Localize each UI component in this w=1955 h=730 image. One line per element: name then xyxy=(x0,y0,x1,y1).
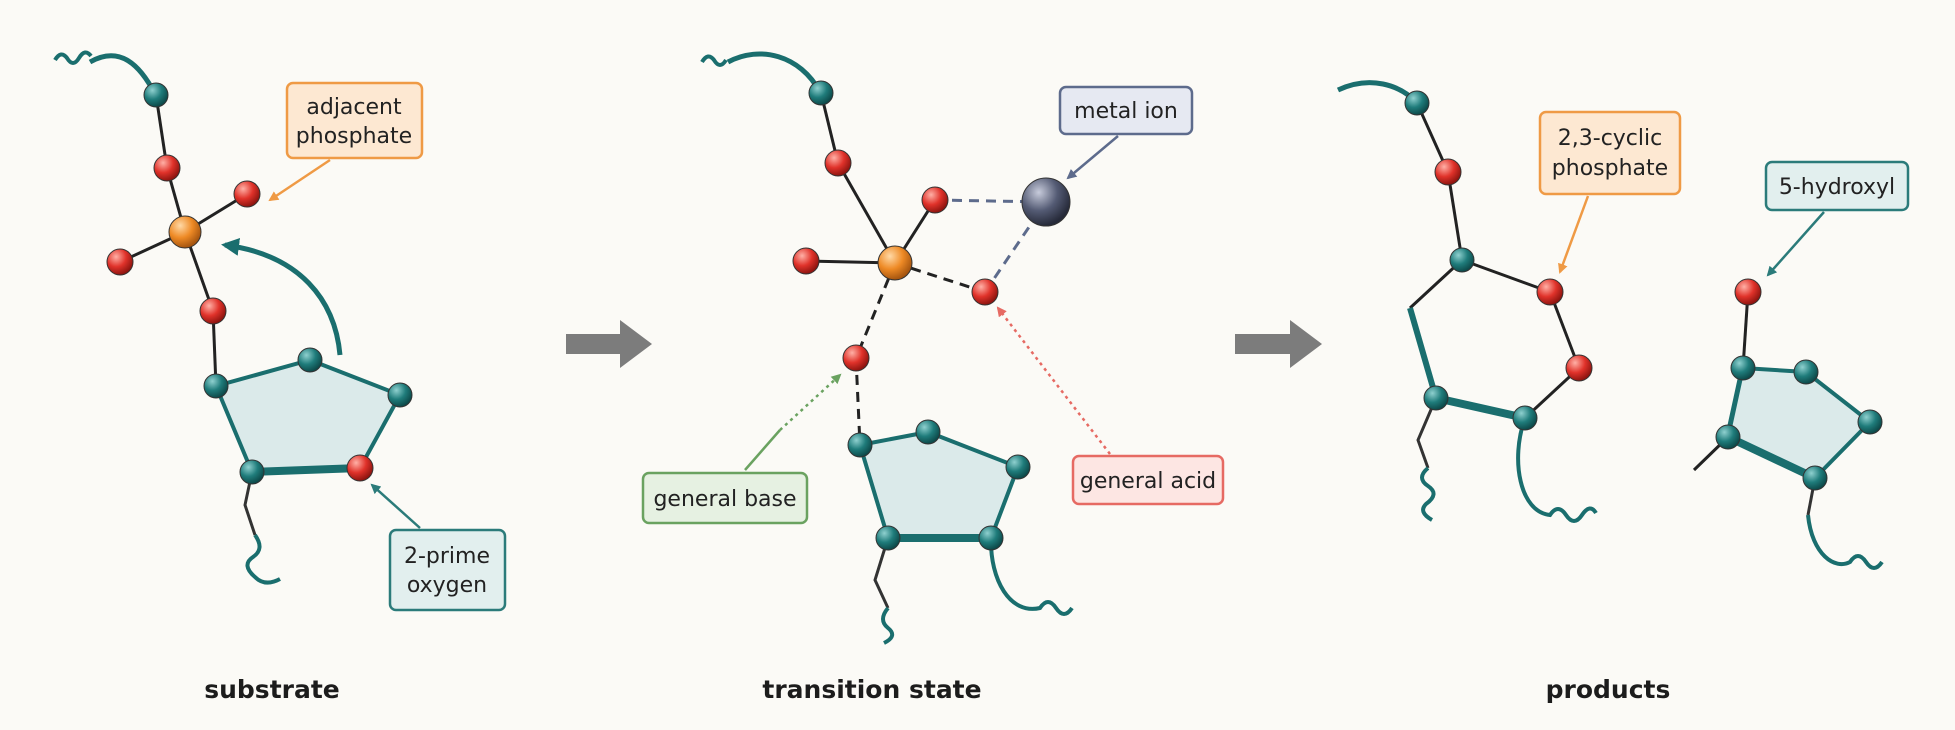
hydroxyl-product-atoms xyxy=(1715,278,1883,491)
five-hydroxyl-callout: 5-hydroxyl xyxy=(1764,160,1910,277)
metal-ion-callout: metal ion xyxy=(1058,85,1194,180)
two-prime-oxygen-callout: 2-prime oxygen xyxy=(370,483,507,612)
reaction-arrow-icon xyxy=(1235,320,1322,368)
hydroxyl-product-ribose-ring xyxy=(1725,365,1873,481)
nucleophilic-attack-arrow xyxy=(221,237,343,356)
two-prime-oxygen-label-line2: oxygen xyxy=(407,573,487,598)
substrate-caption: substrate xyxy=(204,675,340,704)
adjacent-phosphate-label-line1: adjacent xyxy=(306,95,402,120)
products-caption: products xyxy=(1546,675,1671,704)
transition-state-bonds xyxy=(700,51,1074,645)
metal-ion-label: metal ion xyxy=(1074,99,1178,124)
cyclic-product-atoms xyxy=(1404,90,1593,431)
products-panel: 2,3-cyclic phosphate 5-hydroxyl products xyxy=(1336,80,1910,704)
general-base-callout: general base xyxy=(641,373,842,525)
substrate-panel: adjacent phosphate 2-prime oxygen substr… xyxy=(53,50,507,704)
transition-state-ribose-ring xyxy=(857,429,1021,540)
substrate-atoms xyxy=(106,82,413,485)
adjacent-phosphate-label-line2: phosphate xyxy=(296,124,412,149)
general-acid-callout: general acid xyxy=(996,306,1225,506)
two-prime-oxygen-label-line1: 2-prime xyxy=(404,544,490,569)
transition-state-atoms xyxy=(792,80,1071,551)
cyclic-phosphate-callout: 2,3-cyclic phosphate xyxy=(1538,110,1682,274)
general-base-label: general base xyxy=(653,487,796,512)
cyclic-phosphate-label-line1: 2,3-cyclic xyxy=(1558,126,1662,151)
transition-state-panel: metal ion general base general acid tran… xyxy=(641,51,1225,704)
cyclic-phosphate-label-line2: phosphate xyxy=(1552,156,1668,181)
substrate-backbone-bonds xyxy=(53,50,281,585)
five-hydroxyl-label: 5-hydroxyl xyxy=(1779,175,1895,200)
adjacent-phosphate-callout: adjacent phosphate xyxy=(268,81,424,202)
substrate-ribose-ring xyxy=(213,357,403,475)
transition-state-caption: transition state xyxy=(762,675,981,704)
general-acid-label: general acid xyxy=(1080,469,1216,494)
reaction-arrow-icon xyxy=(566,320,652,368)
